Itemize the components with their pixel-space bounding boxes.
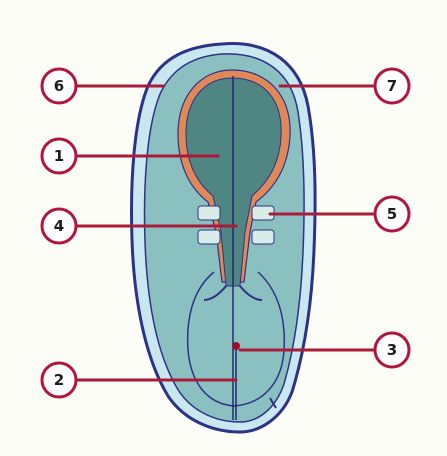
callout-7: 7 [375,69,409,103]
callout-1-label: 1 [54,147,64,165]
callout-6-label: 6 [54,77,64,95]
callout-3-label: 3 [387,341,397,359]
callout-6: 6 [42,69,76,103]
callout-1: 1 [42,139,76,173]
callout-5-label: 5 [387,205,397,223]
callout-5: 5 [375,197,409,231]
callout-7-label: 7 [387,77,397,95]
callout-2: 2 [42,363,76,397]
marker-dot [232,342,240,350]
callout-3: 3 [375,333,409,367]
callout-4: 4 [42,209,76,243]
callout-4-label: 4 [54,217,64,235]
callout-2-label: 2 [54,371,64,389]
